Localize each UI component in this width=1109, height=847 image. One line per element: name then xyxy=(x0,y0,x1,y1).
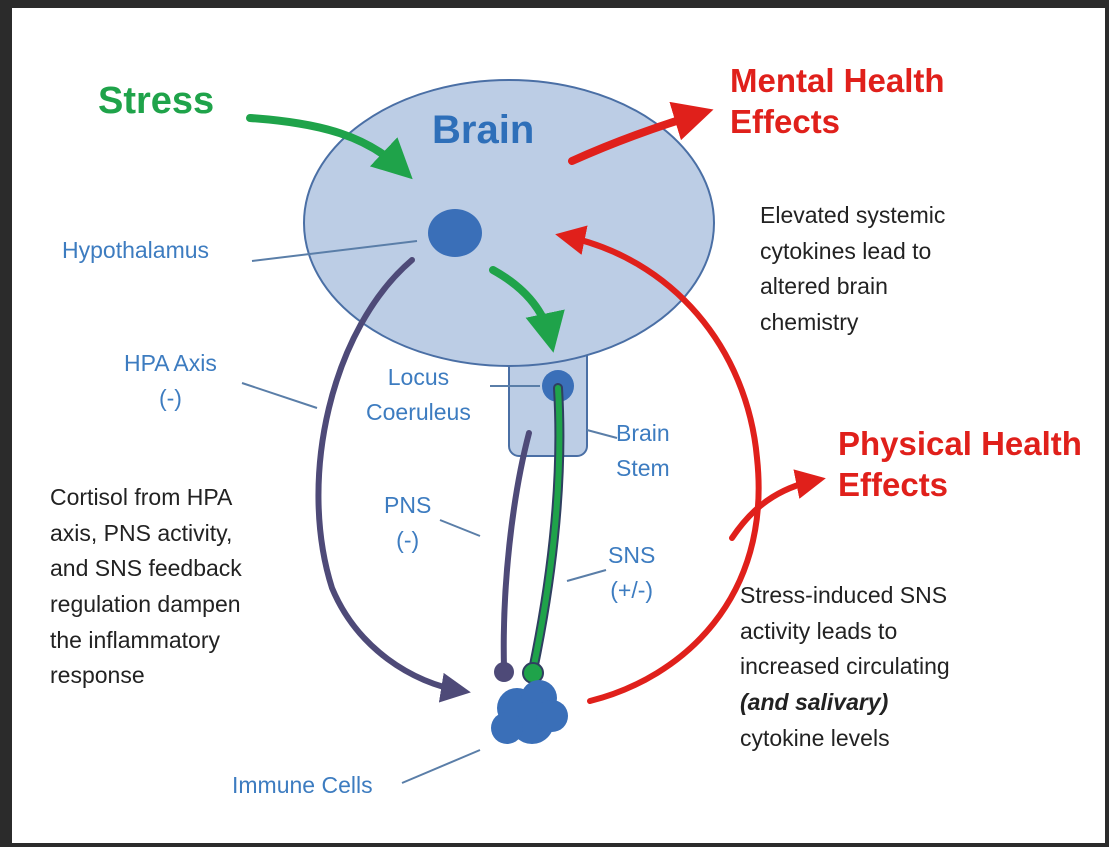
immune-cells-cluster xyxy=(491,680,568,744)
sns-line-1: SNS xyxy=(608,542,656,568)
locus-coeruleus-label: Locus Coeruleus xyxy=(366,360,471,429)
hpa-axis-label: HPA Axis (-) xyxy=(124,346,217,415)
note-emphasis: (and salivary) xyxy=(740,688,889,715)
brain-stem-line-2: Stem xyxy=(616,454,670,481)
note-line: activity leads to xyxy=(740,617,898,644)
note-line: response xyxy=(50,662,145,689)
locus-line-2: Coeruleus xyxy=(366,398,471,425)
locus-line-1: Locus xyxy=(387,364,450,390)
sns-leader xyxy=(566,569,607,582)
cytokines-brain-note: Elevated systemic cytokines lead to alte… xyxy=(760,198,945,341)
hypothalamus-to-lc-arrow xyxy=(489,266,565,353)
sns-path xyxy=(530,385,563,673)
note-line: altered brain xyxy=(760,273,888,300)
physical-effects-line-1: Physical Health xyxy=(838,425,1082,462)
diagram-graphics xyxy=(241,79,826,784)
mental-effects-arrow xyxy=(568,101,714,165)
physical-effects-arrow xyxy=(729,469,826,541)
note-line: increased circulating xyxy=(740,653,950,680)
physical-health-effects-label: Physical Health Effects xyxy=(838,423,1082,506)
pns-leader xyxy=(439,519,481,537)
stress-arrow xyxy=(246,114,413,180)
hypothalamus-label: Hypothalamus xyxy=(62,237,210,263)
diagram-canvas: Stress Brain Mental Health Effects Physi… xyxy=(12,8,1105,843)
leader-lines xyxy=(241,240,618,784)
hypothalamus-node xyxy=(428,209,482,257)
note-line: axis, PNS activity, xyxy=(50,519,233,546)
stress-label: Stress xyxy=(98,80,215,122)
note-line: Elevated systemic xyxy=(760,202,946,228)
note-line: Stress-induced SNS xyxy=(740,582,948,608)
brain-stem-line-1: Brain xyxy=(616,420,670,446)
cortisol-note: Cortisol from HPA axis, PNS activity, an… xyxy=(50,480,242,694)
note-line: regulation dampen xyxy=(50,590,241,617)
note-line: cytokines lead to xyxy=(760,237,932,264)
hpa-axis-path xyxy=(315,257,471,703)
sns-label: SNS (+/-) xyxy=(608,538,655,607)
note-line: Cortisol from HPA xyxy=(50,484,233,510)
immune-cells-leader xyxy=(401,749,481,784)
mental-health-effects-label: Mental Health Effects xyxy=(730,60,945,143)
note-line: the inflammatory xyxy=(50,626,221,653)
brain-stem-leader xyxy=(586,429,618,439)
pns-line-1: PNS xyxy=(384,492,432,518)
brain-label: Brain xyxy=(432,108,535,152)
sns-activity-note: Stress-induced SNS activity leads to inc… xyxy=(740,578,950,756)
note-line: chemistry xyxy=(760,308,859,335)
hpa-axis-line-2: (-) xyxy=(158,384,182,411)
brain-stem-label: Brain Stem xyxy=(616,416,670,485)
pns-line-2: (-) xyxy=(396,526,420,553)
hypothalamus-leader xyxy=(251,240,418,262)
hpa-axis-line-1: HPA Axis xyxy=(124,350,217,376)
hpa-axis-leader xyxy=(241,382,318,409)
pns-path xyxy=(500,430,532,671)
note-line: and SNS feedback xyxy=(50,555,242,582)
mental-effects-line-2: Effects xyxy=(730,103,841,141)
cytokine-feedback-arrow xyxy=(555,225,762,704)
sns-end-node xyxy=(522,662,544,684)
pns-label: PNS (-) xyxy=(384,488,431,557)
physical-effects-line-2: Effects xyxy=(838,466,949,504)
immune-cells-label: Immune Cells xyxy=(232,772,373,798)
mental-effects-line-1: Mental Health xyxy=(730,62,945,99)
pns-end-node xyxy=(494,662,514,682)
note-line: cytokine levels xyxy=(740,724,890,751)
sns-line-2: (+/-) xyxy=(610,576,654,603)
